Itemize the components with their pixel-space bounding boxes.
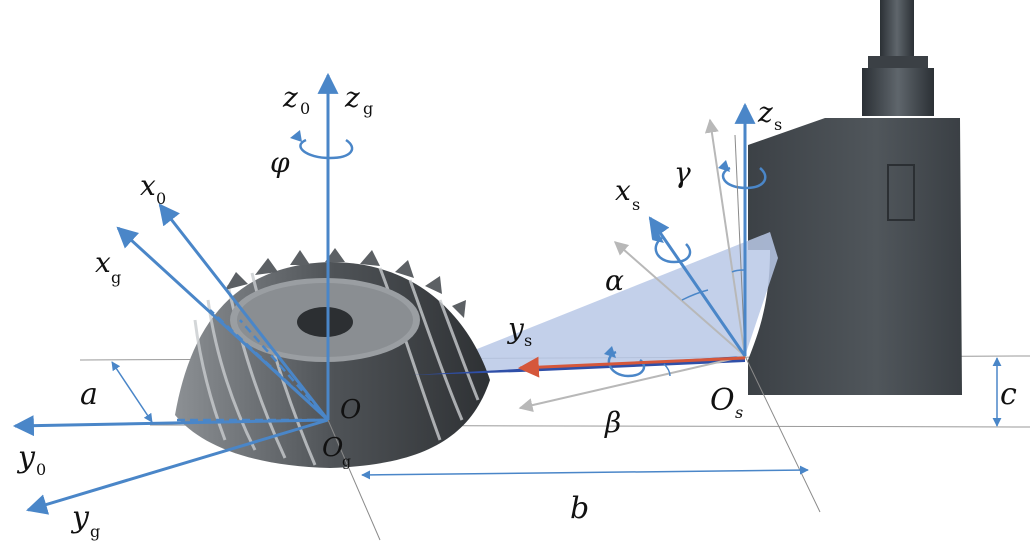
label-O: O [340,395,361,425]
label-yg: y g [70,500,100,541]
svg-text:s: s [774,115,782,134]
svg-text:y: y [16,440,36,475]
label-Og: O g [322,433,351,470]
label-z0: z 0 [282,81,310,118]
svg-text:s: s [632,195,640,214]
angle-arc-alpha [681,289,709,301]
angle-arc-gamma [731,269,745,273]
tool-plane [412,232,778,375]
label-alpha: α [605,264,624,297]
tool-red-vector [517,356,746,378]
svg-text:x: x [140,169,156,202]
svg-text:g: g [90,522,100,541]
svg-text:g: g [342,454,351,470]
rotation-arrow-icon [604,346,646,378]
svg-text:x: x [615,174,631,207]
tool-axes [648,102,756,357]
label-Os: O s [710,383,743,422]
svg-text:g: g [111,268,121,287]
machine-tool [748,0,962,395]
label-c: c [1000,377,1017,412]
dimension-a [111,361,153,423]
rotation-arrow-icon [290,130,354,160]
gear-reference-line [327,419,381,541]
svg-text:s: s [524,331,532,350]
tool-reference-line [744,355,821,513]
svg-text:y: y [70,500,90,535]
label-beta: β [604,406,621,439]
bevel-gear [175,248,490,468]
tool-axes-gray [518,118,746,412]
label-gamma: γ [674,156,691,189]
svg-text:y: y [506,312,525,345]
svg-text:x: x [95,246,111,279]
label-zg: z g [344,81,373,118]
svg-text:s: s [735,403,743,422]
label-phi: φ [270,146,290,179]
svg-text:O: O [322,433,343,463]
label-y0: y 0 [16,440,46,479]
svg-text:0: 0 [156,189,166,208]
svg-text:0: 0 [300,99,310,118]
gear-axes-dashed [175,309,329,422]
svg-text:g: g [363,99,373,118]
label-ys: y s [506,312,532,350]
tool-reference-line [734,134,746,357]
svg-text:z: z [282,81,298,114]
angle-arc-beta [663,363,671,377]
svg-text:O: O [710,383,735,418]
label-a: a [80,377,98,412]
label-xs: x s [615,174,640,214]
label-b: b [570,491,589,526]
svg-text:z: z [344,81,360,114]
svg-text:0: 0 [36,460,46,479]
label-xg: x g [95,246,121,287]
label-x0: x 0 [140,169,166,208]
dimension-b [361,465,809,480]
svg-text:z: z [757,96,773,129]
label-zs: z s [757,96,782,134]
gear-axes [12,72,339,515]
